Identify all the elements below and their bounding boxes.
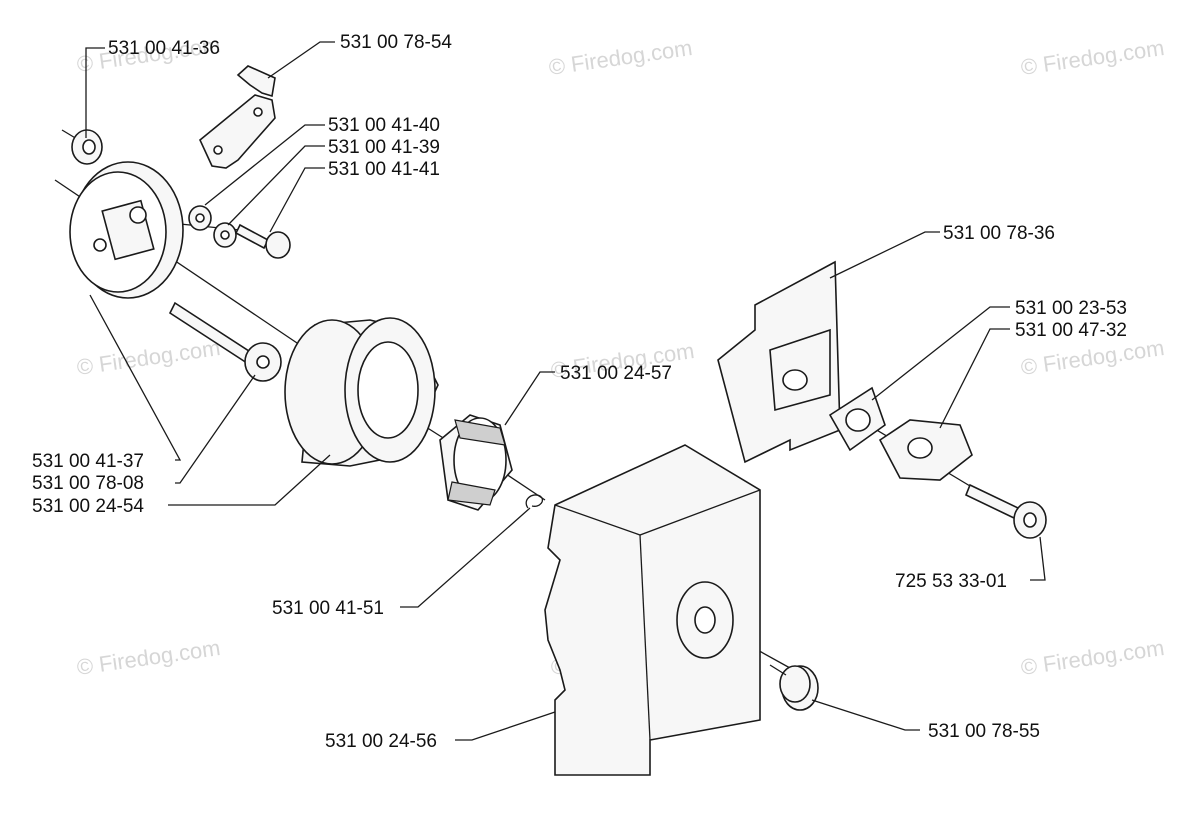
leader-line (85, 47, 105, 138)
part-label: 531 00 41-41 (328, 159, 440, 180)
leader-line (811, 699, 920, 731)
leader-lines (85, 41, 1046, 741)
part-label: 531 00 41-40 (328, 115, 440, 136)
screw-531004141 (234, 223, 291, 259)
clip-531004151 (525, 494, 544, 509)
watermark: © Firedog.com (547, 35, 694, 80)
leader-line (400, 507, 531, 608)
long-screw-531007808 (168, 301, 282, 382)
part-label: 531 00 78-08 (32, 473, 144, 494)
leader-line (829, 231, 940, 279)
part-label: 531 00 24-57 (560, 363, 672, 384)
leader-line (204, 124, 325, 206)
part-label: 531 00 78-55 (928, 721, 1040, 742)
plate-531007836 (717, 260, 841, 464)
filter-cylinder-531002454 (284, 317, 439, 467)
leader-line (269, 167, 325, 233)
washer-531004139 (213, 222, 237, 248)
leader-line (227, 145, 325, 226)
gasket-531002353 (828, 386, 886, 452)
part-label: 531 00 23-53 (1015, 298, 1127, 319)
part-labels: 531 00 41-36 531 00 78-54 531 00 41-40 5… (32, 32, 1127, 752)
leader-line (939, 328, 1010, 429)
part-label: 531 00 24-54 (32, 496, 144, 517)
watermark: © Firedog.com (1019, 35, 1166, 80)
pulley-disc-531004137 (69, 161, 184, 299)
part-label: 531 00 78-54 (340, 32, 452, 53)
part-label: 531 00 47-32 (1015, 320, 1127, 341)
leader-line (871, 306, 1010, 401)
leader-line (175, 374, 256, 484)
leader-line (267, 41, 335, 79)
leader-line (1030, 536, 1046, 581)
knob-531007855 (769, 664, 819, 711)
lever-531007854 (199, 65, 276, 169)
filter-ring-531002457 (439, 414, 513, 511)
leader-line (455, 711, 556, 741)
part-label: 531 00 41-51 (272, 598, 384, 619)
part-label: 531 00 78-36 (943, 223, 1055, 244)
bolt-725533301 (964, 483, 1047, 539)
watermark: © Firedog.com (1019, 635, 1166, 680)
watermark: © Firedog.com (1019, 335, 1166, 380)
leader-line (504, 371, 555, 426)
nut-531004136 (71, 129, 103, 165)
washer-531004140 (188, 205, 212, 231)
part-label: 531 00 41-37 (32, 451, 144, 472)
part-label: 531 00 24-56 (325, 731, 437, 752)
filter-cover-531002456 (544, 444, 761, 776)
leader-line (89, 294, 182, 461)
intake-flange-531004732 (878, 419, 973, 481)
watermark: © Firedog.com (75, 335, 222, 380)
part-label: 725 53 33-01 (895, 571, 1007, 592)
watermark: © Firedog.com (75, 635, 222, 680)
leader-line (168, 454, 331, 506)
part-label: 531 00 41-36 (108, 38, 220, 59)
part-label: 531 00 41-39 (328, 137, 440, 158)
